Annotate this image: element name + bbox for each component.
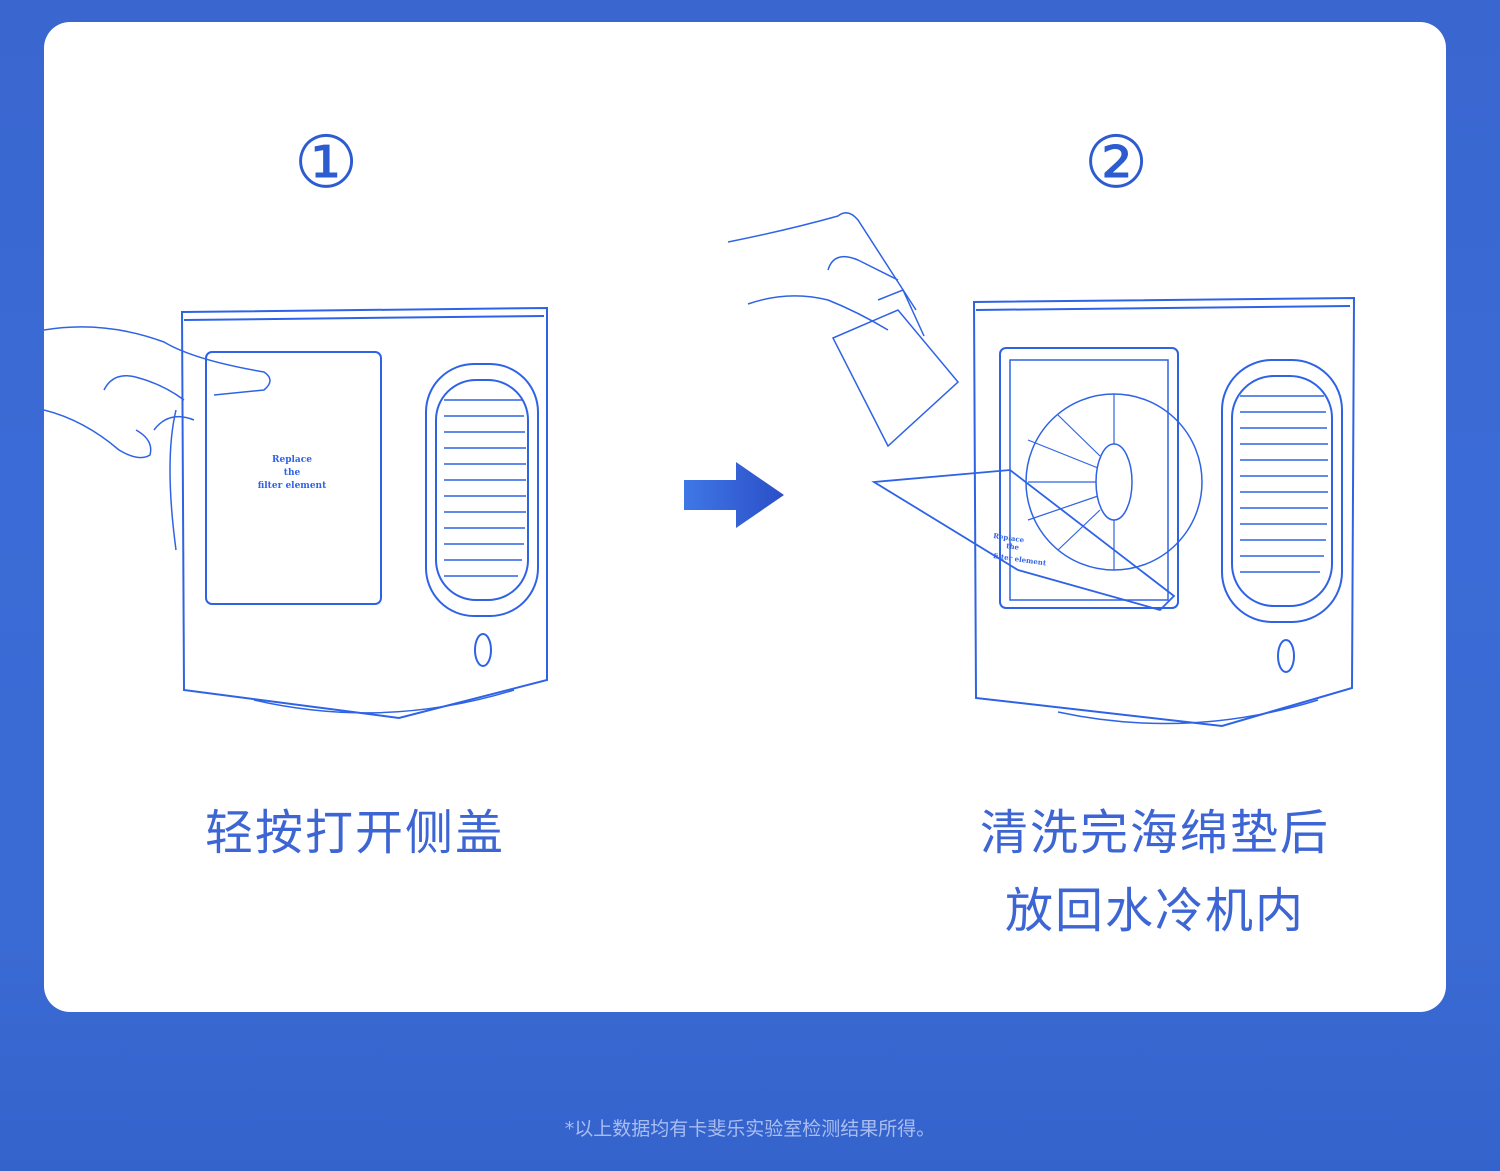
- lid-text-line-1: Replace: [993, 531, 1026, 544]
- cover-text-line-2: the: [284, 468, 301, 478]
- step-2-illustration: Replace the filter element: [728, 212, 1356, 728]
- step-1-number: ①: [293, 120, 359, 204]
- disclaimer-footnote: *以上数据均有卡斐乐实验室检测结果所得。: [564, 1118, 936, 1140]
- right-arrow-icon: [684, 462, 784, 528]
- lid-text-line-2: the: [1006, 541, 1020, 552]
- step-2-number: ②: [1083, 120, 1149, 204]
- step-1-caption: 轻按打开侧盖: [180, 794, 530, 872]
- step-2-caption-line-1: 清洗完海绵垫后: [979, 805, 1330, 861]
- cover-text-line-1: Replace: [272, 455, 312, 465]
- cover-text-line-3: filter element: [258, 481, 327, 491]
- step-1-illustration: Replace the filter element: [44, 306, 548, 720]
- step-2-caption-line-2: 放回水冷机内: [1004, 883, 1305, 939]
- step-1-caption-line-1: 轻按打开侧盖: [204, 805, 505, 861]
- step-2-caption: 清洗完海绵垫后 放回水冷机内: [955, 794, 1355, 950]
